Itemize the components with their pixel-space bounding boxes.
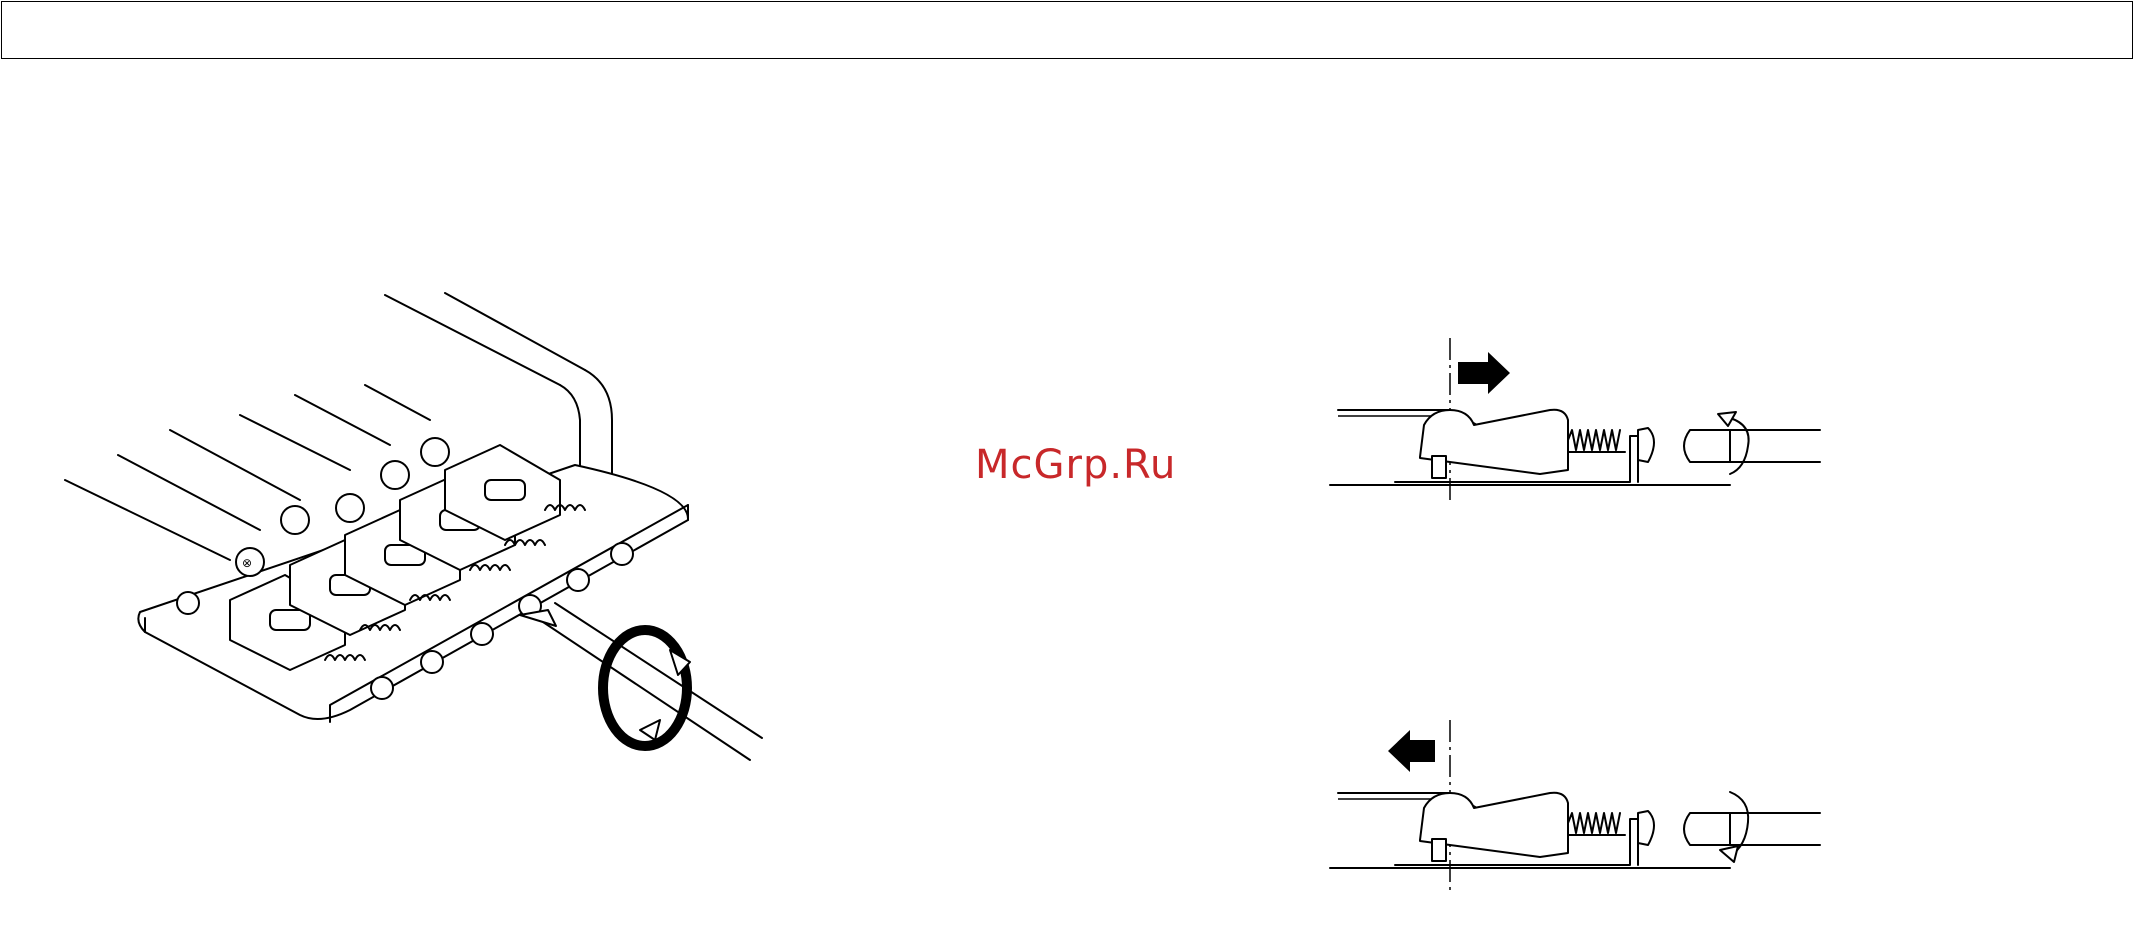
watermark-text: McGrp.Ru	[975, 442, 1176, 488]
